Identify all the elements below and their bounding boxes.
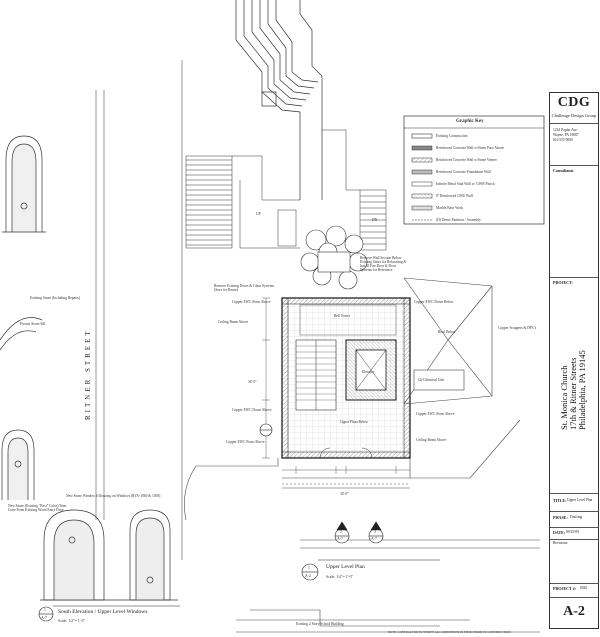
left-exterior-stairs: [185, 155, 300, 249]
elevation-title: South Elevation / Upper Level Windows: [58, 609, 148, 615]
section-marker-2-num: 2: [340, 530, 342, 534]
project-no-cell: PROJECT #: 0045: [550, 583, 598, 596]
note-copper-ewc-2: Copper EWC Down Below: [414, 300, 454, 304]
note-roof-below: Roof Below: [438, 330, 456, 334]
window-detail-top: [2, 135, 46, 233]
note-elevator: Elevator: [362, 370, 375, 374]
window-elevation-1: [43, 509, 105, 601]
note-precast-sill: Precast Stone Sill: [20, 322, 46, 326]
plan-number: 1: [308, 566, 310, 570]
window-elevation-2: [129, 509, 171, 601]
project-city: Philadelphia, PA 19145: [577, 350, 587, 430]
window-detail-arch: [0, 317, 43, 351]
graphic-key-item-1: Existing Construction: [436, 134, 468, 138]
project-cell: PROJECT: St. Monica Church 17th & Ritner…: [550, 277, 598, 492]
elevation-title-marker: [38, 605, 180, 622]
project-no-value: 0045: [580, 586, 588, 590]
address-line-1: 1234 Poplar Ave.: [553, 128, 578, 132]
consultants-cell: Consultants: [550, 165, 598, 276]
section-marker-2: [334, 521, 350, 544]
note-bell-tower: Bell Tower: [334, 314, 350, 318]
consultants-label: Consultants: [553, 168, 574, 173]
dim-left: 36'-0": [248, 380, 257, 384]
section-marker-3-num: 3: [374, 530, 376, 534]
project-no-label: PROJECT #:: [553, 586, 576, 591]
note-copper-ewc-4: Copper EWC Down Above: [232, 408, 272, 412]
graphic-key-item-7: Marble Base Work: [436, 206, 463, 210]
note-ceiling-beam-2: Ceiling Beam Above: [416, 438, 447, 442]
title-value: Upper Level Plan: [567, 498, 593, 502]
sheet-number: A-2: [563, 604, 585, 619]
section-marker-2-sheet: A-7: [337, 537, 343, 541]
section-marker-left: [259, 423, 273, 437]
graphic-key-title: Graphic Key: [456, 119, 484, 124]
note-new-stone-label: New Stone (Existing "Best" Color) Trim C…: [8, 504, 67, 512]
elevation-number: 1: [44, 608, 46, 612]
graphic-key-box: [403, 115, 545, 225]
note-copper-ewc-5: Copper EWC From Above: [226, 440, 265, 444]
graphic-key-item-4: Reinforced Concrete Foundation Wall: [436, 170, 491, 174]
window-detail-mid: [1, 429, 35, 500]
note-existing-building: Existing 2 Story School Building: [296, 622, 344, 626]
revisions-cell: Revisions:: [550, 539, 598, 578]
address-line-3: 610 555 0000: [553, 138, 573, 142]
note-ch-chemical: Ch/Chemical Unit: [418, 378, 445, 382]
note-remove-existing: Remove Existing Doors & Glass Systems (S…: [214, 284, 274, 292]
sheet-number-cell: A-2: [550, 597, 598, 628]
roof-below: [403, 277, 493, 405]
graphic-key-item-3: Reinforced Concrete Wall w/Stone Veneer: [436, 158, 497, 162]
firm-logo: CDG: [557, 95, 591, 110]
graphic-key-item-8: (D) Demo Partition / Assembly: [436, 218, 481, 222]
elevation-scale: Scale: 1/2"= 1'-0": [58, 619, 86, 623]
right-entry-stairs: [322, 129, 387, 251]
note-new-stone-window: New Stone Window # Drawing on Windows (R…: [66, 494, 161, 498]
title-block: CDG Challenge Design Group 1234 Poplar A…: [549, 92, 599, 629]
revisions-label: Revisions:: [553, 541, 569, 545]
graphic-key-item-6: 8" Reinforced CMU Wall: [436, 194, 473, 198]
phase-cell: PHASE: Drafting: [550, 511, 598, 526]
note-copper-ewc-3: Copper EWC From Above: [416, 412, 455, 416]
main-building-plan: [281, 297, 411, 459]
graphic-key-item-5: Infinite Metal Stud Wall w/ GWB Finish: [436, 182, 495, 186]
dim-bottom: 30'-0": [340, 492, 349, 496]
graphic-key-item-2: Reinforced Concrete Wall w/Stone Face Ab…: [436, 146, 505, 150]
elevation-sheet: A-7: [41, 616, 47, 620]
stair-dn-label: DN: [372, 218, 378, 222]
section-marker-3-sheet: A-7: [371, 537, 377, 541]
plan-title-marker: [301, 559, 440, 581]
street-label: RITNER STREET: [84, 328, 92, 420]
date-label: DATE:: [553, 530, 566, 535]
project-name-block: St. Monica Church 17th & Ritner Streets …: [559, 310, 587, 430]
phase-value: Drafting: [570, 515, 583, 519]
stair-up-label: UP: [256, 212, 261, 216]
address-line-2: Wayne, PA 19087: [553, 133, 579, 137]
note-remove-wall: Remove Wall Section Below Existing Stair…: [360, 256, 407, 272]
project-label: PROJECT:: [553, 280, 573, 285]
phase-label: PHASE:: [553, 515, 568, 520]
note-copper-ewc-1: Copper EWC From Above: [232, 300, 271, 304]
note-upper-plaza: Upper Plaza Below: [340, 420, 368, 424]
firm-name: Challenge Design Group: [551, 113, 597, 118]
note-existing-stone: Existing Stone (Including Repairs): [30, 296, 81, 300]
landscape-trees: [300, 225, 368, 290]
note-contractor: NOTE: CONTRACTOR TO VERIFY ALL CONDITION…: [388, 630, 511, 634]
note-copper-scuppers: Copper Scuppers & DPC's: [498, 326, 537, 330]
date-cell: DATE: 09/25/09: [550, 527, 598, 540]
title-cell: TITLE: Upper Level Plan: [550, 493, 598, 510]
section-marker-3: [368, 521, 384, 544]
plan-sheet: A-2: [305, 574, 311, 578]
street-lines: [95, 60, 183, 560]
plan-title: Upper Level Plan: [326, 564, 365, 570]
note-ceiling-beam-1: Ceiling Beam Above: [218, 320, 249, 324]
plan-scale: Scale: 1/4"= 1'-0": [326, 575, 354, 579]
upper-plaza-steps: [235, 0, 323, 200]
date-value: 09/25/09: [566, 530, 579, 534]
address-cell: 1234 Poplar Ave. Wayne, PA 19087 610 555…: [550, 123, 598, 164]
title-label: TITLE:: [553, 498, 567, 503]
